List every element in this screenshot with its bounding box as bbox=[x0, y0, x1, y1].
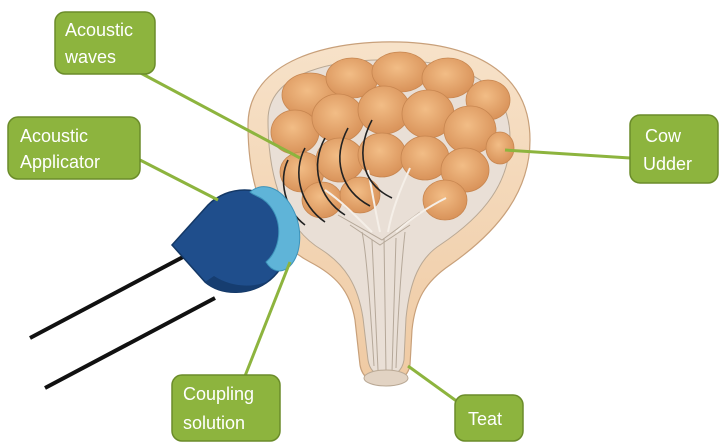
leader-acoustic-applicator bbox=[140, 160, 218, 200]
callout-acoustic-applicator-line1: Acoustic bbox=[20, 126, 88, 146]
callout-coupling-solution: Coupling solution bbox=[172, 375, 280, 441]
callout-acoustic-applicator: Acoustic Applicator bbox=[8, 117, 140, 179]
callout-cow-udder: Cow Udder bbox=[630, 115, 718, 183]
acoustic-applicator bbox=[30, 187, 300, 388]
teat-tip bbox=[364, 370, 408, 386]
probe-cable-upper bbox=[30, 248, 200, 338]
callout-cow-udder-line1: Cow bbox=[645, 126, 682, 146]
callout-coupling-solution-line2: solution bbox=[183, 413, 245, 433]
callout-coupling-solution-line1: Coupling bbox=[183, 384, 254, 404]
callout-acoustic-applicator-line2: Applicator bbox=[20, 152, 100, 172]
callout-acoustic-waves-line1: Acoustic bbox=[65, 20, 133, 40]
callout-acoustic-waves: Acoustic waves bbox=[55, 12, 155, 74]
callout-teat: Teat bbox=[455, 395, 523, 441]
callout-teat-line1: Teat bbox=[468, 409, 502, 429]
callout-acoustic-waves-line2: waves bbox=[64, 47, 116, 67]
leader-teat bbox=[408, 366, 462, 405]
callout-cow-udder-line2: Udder bbox=[643, 154, 692, 174]
